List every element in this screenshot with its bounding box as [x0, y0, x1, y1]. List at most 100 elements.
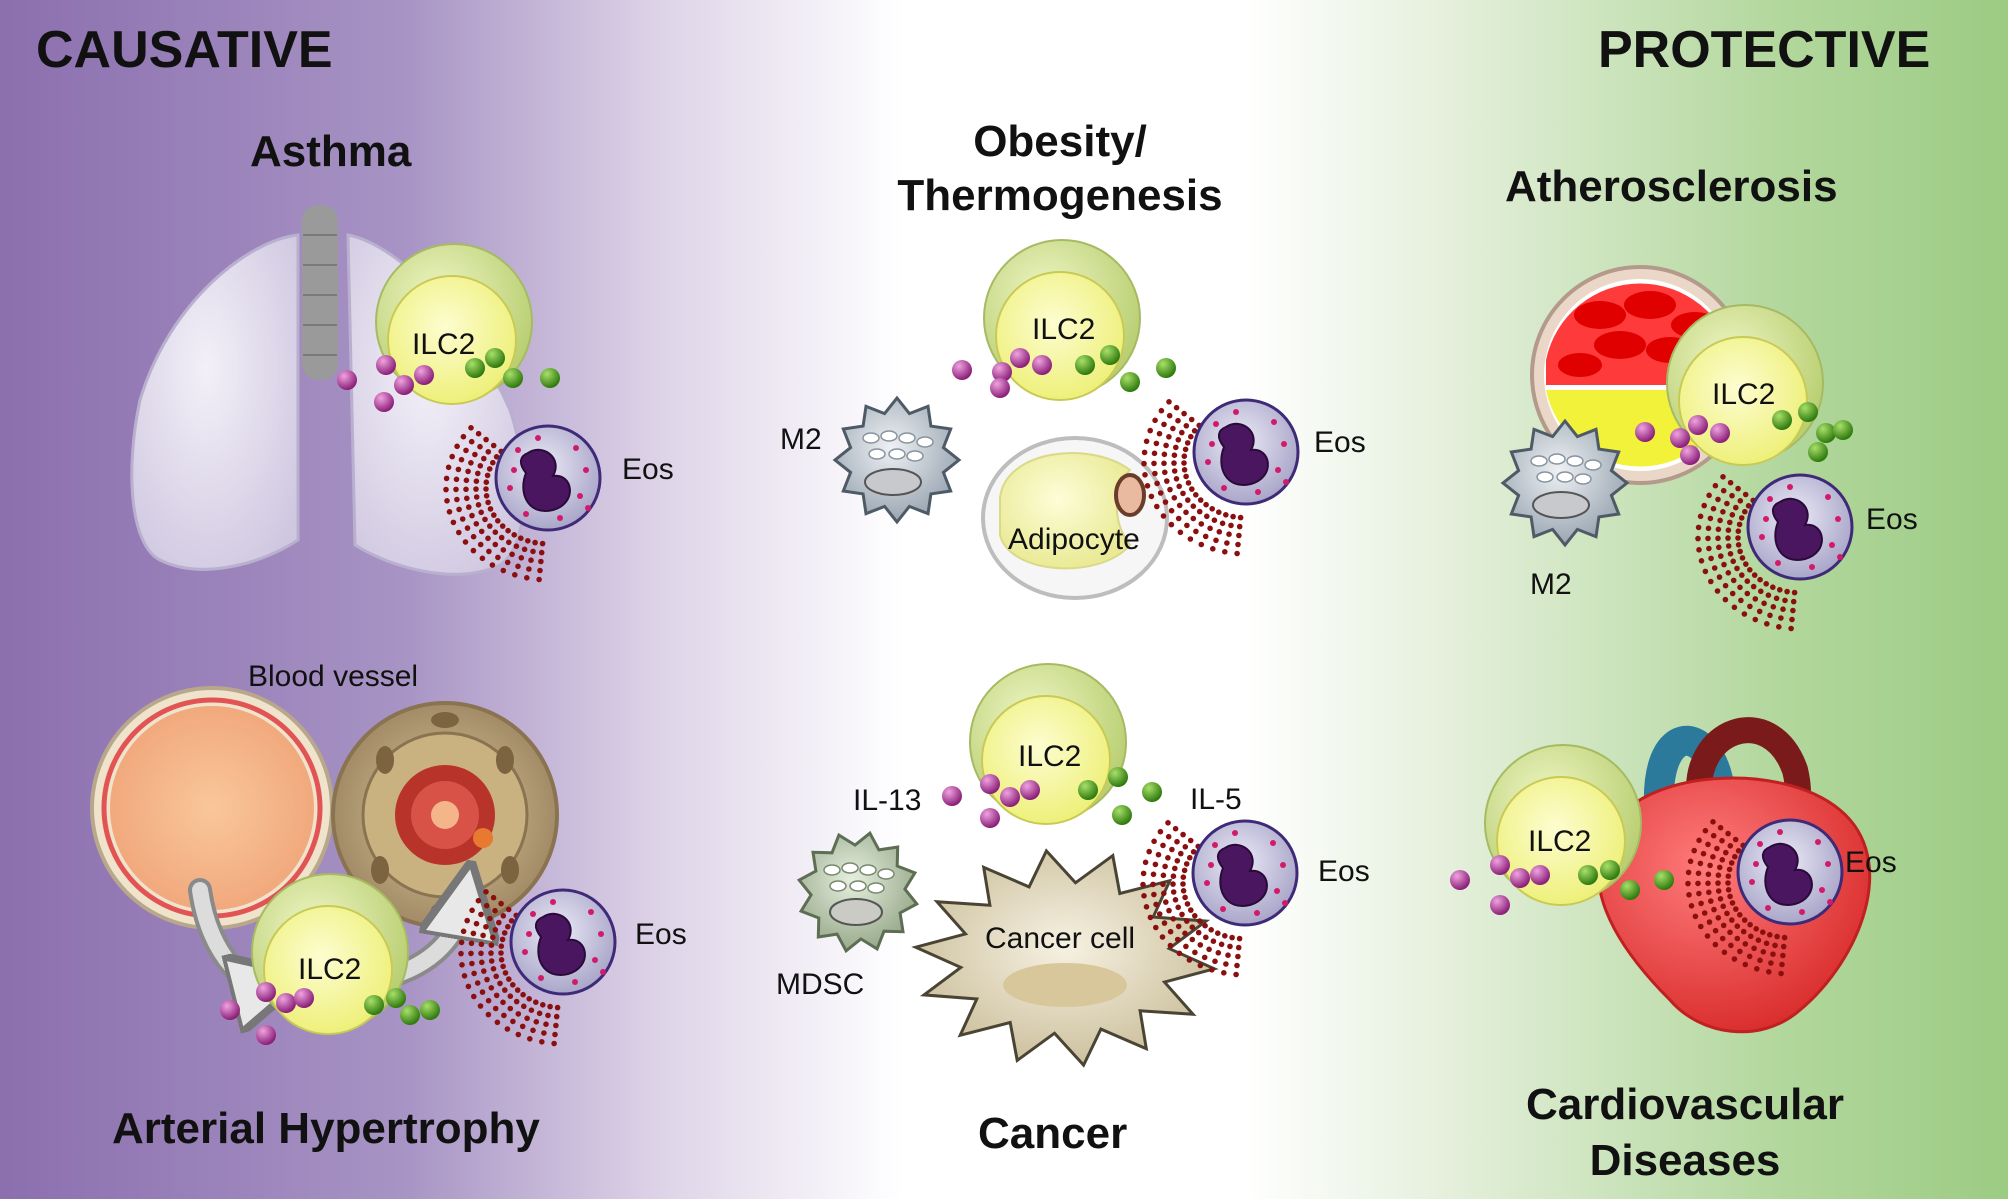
ilc2-label-cardio: ILC2 — [1528, 825, 1592, 858]
eos-label-asthma: Eos — [622, 453, 674, 486]
eos-cell — [1140, 819, 1299, 978]
il13-cytokine — [1020, 780, 1040, 800]
title-cancer: Cancer — [978, 1109, 1128, 1158]
m2-macrophage — [1500, 418, 1630, 548]
il5-cytokine — [1772, 410, 1792, 430]
il5-cytokine — [540, 368, 560, 388]
ilc2-label-asthma: ILC2 — [412, 328, 476, 361]
il13-cytokine — [990, 378, 1010, 398]
il13-cytokine — [952, 360, 972, 380]
title-obesity-line2: Thermogenesis — [897, 171, 1223, 220]
header-causative: CAUSATIVE — [36, 21, 333, 79]
il5-cytokine — [1578, 865, 1598, 885]
eos-label-athero: Eos — [1866, 503, 1918, 536]
title-cardio-line2: Diseases — [1589, 1136, 1781, 1185]
cancer-cell-label: Cancer cell — [985, 922, 1136, 955]
mdsc-cell-details — [823, 862, 895, 926]
il5-cytokine — [1142, 782, 1162, 802]
il5-label: IL-5 — [1190, 783, 1242, 816]
il13-cytokine — [1530, 865, 1550, 885]
il5-cytokine — [1654, 870, 1674, 890]
mdsc-cell — [796, 830, 920, 954]
m2-label-athero: M2 — [1530, 568, 1572, 601]
cancer-cell-nucleus — [1003, 963, 1127, 1007]
mdsc-label: MDSC — [776, 968, 865, 1001]
eos-cell — [1141, 398, 1300, 557]
il5-cytokine — [465, 358, 485, 378]
il5-cytokine — [1100, 345, 1120, 365]
il13-cytokine — [294, 988, 314, 1008]
il13-cytokine — [1010, 348, 1030, 368]
il13-cytokine — [256, 982, 276, 1002]
m2-macrophage — [832, 395, 962, 525]
eos-label-arterial: Eos — [635, 918, 687, 951]
left-lung — [130, 233, 300, 571]
title-atherosclerosis: Atherosclerosis — [1505, 162, 1838, 211]
il13-label: IL-13 — [853, 784, 922, 817]
il5-cytokine — [503, 368, 523, 388]
title-obesity: Obesity/ Thermogenesis — [880, 115, 1240, 223]
il13-cytokine — [1490, 855, 1510, 875]
il13-cytokine — [980, 808, 1000, 828]
il13-cytokine — [374, 392, 394, 412]
il13-cytokine — [220, 1000, 240, 1020]
title-cardio-line1: Cardiovascular — [1526, 1080, 1844, 1129]
adipocyte-label: Adipocyte — [1008, 523, 1140, 556]
ilc2-label-athero: ILC2 — [1712, 378, 1776, 411]
title-asthma: Asthma — [250, 127, 412, 176]
il5-cytokine — [1075, 355, 1095, 375]
il5-cytokine — [420, 1000, 440, 1020]
il13-cytokine — [1000, 787, 1020, 807]
il5-cytokine — [1112, 805, 1132, 825]
il13-cytokine — [992, 362, 1012, 382]
title-arterial-hypertrophy: Arterial Hypertrophy — [112, 1104, 540, 1153]
il5-cytokine — [1156, 358, 1176, 378]
eos-cell — [443, 424, 602, 583]
il5-cytokine — [386, 988, 406, 1008]
title-cardiovascular: Cardiovascular Diseases — [1490, 1077, 1880, 1189]
il5-cytokine — [400, 1005, 420, 1025]
il13-cytokine — [1670, 428, 1690, 448]
il13-cytokine — [1710, 423, 1730, 443]
il5-cytokine — [1620, 880, 1640, 900]
m2-label-obesity: M2 — [780, 423, 822, 456]
eos-cell — [1685, 818, 1844, 977]
il13-cytokine — [414, 365, 434, 385]
il5-cytokine — [1833, 420, 1853, 440]
eos-label-cardio: Eos — [1845, 846, 1897, 879]
arrow-ilc2-to-hypertrophy-inner — [387, 900, 465, 983]
ilc2-label-arterial: ILC2 — [298, 953, 362, 986]
il5-cytokine — [1120, 372, 1140, 392]
eos-label-cancer: Eos — [1318, 855, 1370, 888]
il5-cytokine — [1816, 423, 1836, 443]
il5-cytokine — [364, 995, 384, 1015]
il5-cytokine — [1600, 860, 1620, 880]
il13-cytokine — [1688, 415, 1708, 435]
il13-cytokine — [1635, 422, 1655, 442]
il13-cytokine — [1680, 445, 1700, 465]
adipocyte-cell — [981, 436, 1169, 600]
il13-cytokine — [337, 370, 357, 390]
trachea — [302, 205, 338, 380]
il5-cytokine — [485, 348, 505, 368]
il13-cytokine — [394, 375, 414, 395]
il13-cytokine — [1450, 870, 1470, 890]
ilc2-label-obesity: ILC2 — [1032, 313, 1096, 346]
blood-vessel-label: Blood vessel — [248, 660, 419, 693]
cancer-cell — [911, 848, 1219, 1068]
il5-cytokine — [1798, 402, 1818, 422]
il13-cytokine — [276, 993, 296, 1013]
title-obesity-line1: Obesity/ — [973, 117, 1147, 166]
header-protective: PROTECTIVE — [1598, 21, 1931, 79]
il13-cytokine — [376, 355, 396, 375]
il13-cytokine — [1490, 895, 1510, 915]
il13-cytokine — [942, 786, 962, 806]
il5-cytokine — [1108, 767, 1128, 787]
il13-cytokine — [256, 1025, 276, 1045]
eos-cell — [458, 888, 617, 1047]
il5-cytokine — [1808, 442, 1828, 462]
il13-cytokine — [1510, 868, 1530, 888]
il13-cytokine — [1032, 355, 1052, 375]
